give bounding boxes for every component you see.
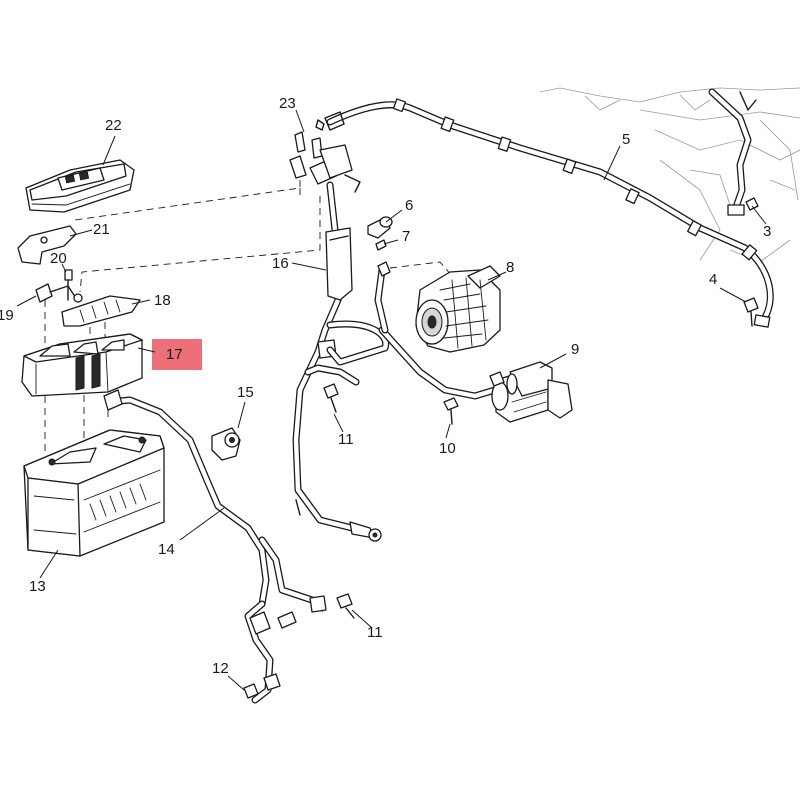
callout-6: 6: [405, 197, 413, 214]
bolt-11-upper: [323, 383, 339, 413]
callout-18: 18: [154, 292, 171, 309]
callout-12: 12: [212, 660, 229, 677]
callout-labels: 22 21 20 19 18 17 16 15 14 13 12 11 11 1…: [0, 95, 771, 677]
callout-13: 13: [29, 578, 46, 595]
callout-3: 3: [763, 223, 771, 240]
callout-20: 20: [50, 250, 67, 267]
fuse-block-17: [21, 333, 143, 397]
callout-14: 14: [158, 541, 175, 558]
callout-17: 17: [166, 346, 183, 363]
fuse-strip-18: [61, 295, 141, 327]
alternator-8: [415, 265, 501, 353]
harness-14: [103, 389, 327, 704]
clip-7: [375, 239, 391, 277]
callout-9: 9: [571, 341, 579, 358]
connector-23: [289, 119, 361, 193]
callout-23: 23: [279, 95, 296, 112]
terminal-19: [35, 283, 83, 303]
leader-lines: [16, 109, 767, 691]
vehicle-body-outline: [539, 87, 800, 263]
callout-16: 16: [272, 255, 289, 272]
highlight-box-17: [152, 339, 202, 370]
callout-7: 7: [402, 228, 410, 245]
harness-5: [324, 88, 774, 328]
bolt-3: [745, 197, 759, 211]
callout-21: 21: [93, 221, 110, 238]
callout-8: 8: [506, 259, 514, 276]
bolt-10: [443, 397, 459, 425]
callout-11-upper: 11: [338, 431, 354, 448]
battery-13: [23, 429, 165, 557]
starter-9: [489, 361, 573, 423]
bracket-21: [17, 225, 77, 265]
fuse-cover-22: [25, 159, 135, 213]
sensor-15: [211, 427, 241, 461]
harness-16: [292, 181, 499, 542]
bolt-11-lower: [336, 593, 355, 619]
callout-11-lower: 11: [367, 624, 383, 641]
callout-19: 19: [0, 307, 14, 324]
callout-15: 15: [237, 384, 254, 401]
callout-22: 22: [105, 117, 122, 134]
callout-10: 10: [439, 440, 456, 457]
bolt-4: [743, 297, 759, 327]
callout-4: 4: [709, 271, 717, 288]
stud-20: [64, 269, 73, 301]
callout-5: 5: [622, 131, 630, 148]
